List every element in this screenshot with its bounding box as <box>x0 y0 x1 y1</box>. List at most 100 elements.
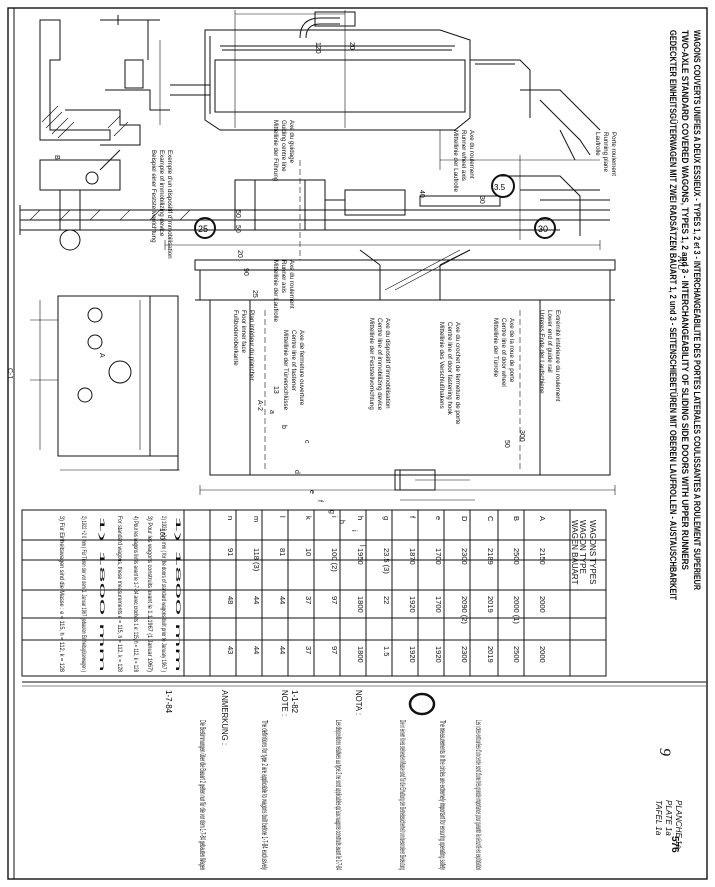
table-cell: 2000 <box>538 646 547 663</box>
dimension-label: 20 <box>236 250 243 258</box>
table-note: 3) Pour les wagons construits avant le 1… <box>146 516 153 672</box>
drawing-label-roller-gauge-fr: Extrémité intérieure du roulement <box>554 310 561 402</box>
table-cell: 1800 <box>356 596 365 613</box>
table-note: 4) Pour les wagons livrés avant le 1-7-8… <box>132 516 139 672</box>
table-cell: 2500 <box>512 646 521 663</box>
drawing-label-guide-axis-de: Mittellinie der Führung <box>272 120 279 182</box>
table-cell: 2019 <box>486 646 495 663</box>
table-cell: h <box>356 516 365 520</box>
note-fr-text-2: Les dispositions relatives au type 2 ne … <box>334 720 343 870</box>
dimension-label: 40 <box>418 190 425 198</box>
drawing-label-closure-axis-fr: Axe de fermeture ouverture <box>298 330 305 406</box>
table-cell: 97 <box>330 596 339 604</box>
dimension-label: 30 <box>478 196 485 204</box>
dimension-label: 50 <box>234 210 241 218</box>
table-title-en: WAGON TYPE <box>578 520 587 574</box>
table-cell: 1700 <box>434 548 443 565</box>
dimension-label: 25 <box>251 290 258 298</box>
note-date-2: 1-7-84 <box>164 690 173 714</box>
table-cell: 37 <box>304 596 313 604</box>
table-cell: 2500 <box>512 548 521 565</box>
table-cell: D <box>460 516 469 522</box>
table-cell: 44 <box>278 596 287 604</box>
dimension-label: b <box>280 425 287 429</box>
tafel-label: TAFEL 1a <box>654 800 663 836</box>
drawing-label-immobiliser-de: Beispiel einer Feststellvorrichtung <box>150 150 157 243</box>
title-french: WAGONS COUVERTS UNIFIES A DEUX ESSIEUX -… <box>692 30 702 590</box>
table-cell: i <box>330 516 339 518</box>
table-cell: C <box>486 516 495 522</box>
table-cell: B <box>512 516 521 521</box>
note-de-text-1: Die in einem Kreis stehenden Masse sind … <box>398 720 407 870</box>
table-cell: 1920 <box>434 646 443 663</box>
notes-text: Les cotes entourées d'un cercle sont d'u… <box>198 690 483 870</box>
dimension-label: f <box>316 500 323 502</box>
drawing-label-immobiliser-en: Example of immobilizing device <box>158 150 165 237</box>
circled-mark-25: 25 <box>198 224 208 234</box>
dimension-label: g <box>328 510 335 514</box>
circled-mark-35: 3.5 <box>494 183 506 192</box>
table-cell: f <box>408 516 417 519</box>
drawing-label-closure-axis-de: Mittellinie der Türverschlüsse <box>282 330 289 411</box>
types-table <box>21 509 607 677</box>
circle-symbol <box>408 692 436 716</box>
drawing-label-floor-plan-en: Floor inner face <box>240 310 247 354</box>
drawing-label-floor-plan-de: Fußbodenoberkante <box>232 310 239 366</box>
table-cell: 1800 <box>356 646 365 663</box>
table-cell: g <box>382 516 391 520</box>
dimension-labels: C-1BA1609020505025A-2abcdefghil135030012… <box>6 42 525 547</box>
stamp-mark: A/U <box>676 255 686 271</box>
table-cell: 2300 <box>460 548 469 565</box>
table-note: 1) 1800 mm <box>98 516 105 673</box>
dimension-label: A-2 <box>256 400 263 411</box>
dimension-label: d <box>293 470 300 474</box>
types-table-header: WAGONS TYPES WAGON TYPE WAGEN BAUART <box>570 520 597 585</box>
dimension-label: B <box>53 155 60 160</box>
dimension-label: 120 <box>314 42 321 54</box>
drawing-label-guide-axis-fr: Axe du guidage <box>288 120 295 164</box>
table-cell: m <box>252 516 261 522</box>
drawing-label-roller-gauge-de: Unteres Ende der Laufschiene <box>538 310 545 394</box>
table-cell: k <box>304 516 313 520</box>
note-fr-label: NOTA : <box>354 690 363 715</box>
dimension-label: 90 <box>242 268 249 276</box>
note-date-1: 1-1-82 <box>290 690 299 714</box>
table-cell: 44 <box>278 646 287 654</box>
table-cell: 44 <box>252 596 261 604</box>
table-cell: A <box>538 516 547 521</box>
table-cell: 43 <box>226 646 235 654</box>
title-block: WAGONS COUVERTS UNIFIES A DEUX ESSIEUX -… <box>668 30 702 600</box>
page-number: 576 <box>669 836 680 853</box>
table-cell: 97 <box>330 646 339 654</box>
table-cell: 1870 <box>408 548 417 565</box>
table-note: 2) 1922 +2 0 mm ( for the doors of stand… <box>160 516 167 672</box>
table-cell: 2090 (2) <box>460 596 469 624</box>
note-en-text-1: The measurements in the circles are extr… <box>438 720 447 870</box>
drawing-label-closure-axis-en: Centre line of fastener <box>290 330 297 391</box>
dimension-label: c <box>303 440 310 444</box>
types-table-rows: A 2150 2000 2000 B 2500 2000 (1) 2500 C 2189 2019 2… <box>226 516 547 663</box>
table-note: 3) Für Einheitswagen sind die Masse : e … <box>58 516 65 672</box>
table-cell: 1.5 <box>382 646 391 656</box>
table-cell: 1920 <box>408 596 417 613</box>
drawing-label-door-fastener-en: Centre line of door fastening hook <box>446 322 453 416</box>
types-table-notes: 1) 1800 mm 2) 1922 +2 0 mm ( for the door… <box>58 516 181 673</box>
table-cell: 91 <box>226 548 235 556</box>
door-elevation-drawing <box>30 249 616 501</box>
drawing-label-lock-axis-en: Centre line of immobilizing device <box>376 318 383 411</box>
table-cell: 22 <box>382 596 391 604</box>
drawing-label-bearing-axis-fr: Axe du roulement <box>288 260 295 309</box>
table-cell: 2189 <box>486 548 495 565</box>
drawing-label-bearing-axis-en: Runner axis <box>280 260 287 293</box>
table-cell: 2000 <box>538 596 547 613</box>
table-cell: 2000 (1) <box>512 596 521 624</box>
dimension-label: h <box>338 520 345 524</box>
table-cell: 2150 <box>538 548 547 565</box>
planche-label: PLANCHE 1a <box>674 800 683 849</box>
table-title-de: WAGEN BAUART <box>570 520 579 585</box>
title-english: TWO-AXLE STANDARD COVERED WAGONS, TYPES … <box>680 30 690 570</box>
table-note: 1) 1800 mm <box>174 516 181 673</box>
